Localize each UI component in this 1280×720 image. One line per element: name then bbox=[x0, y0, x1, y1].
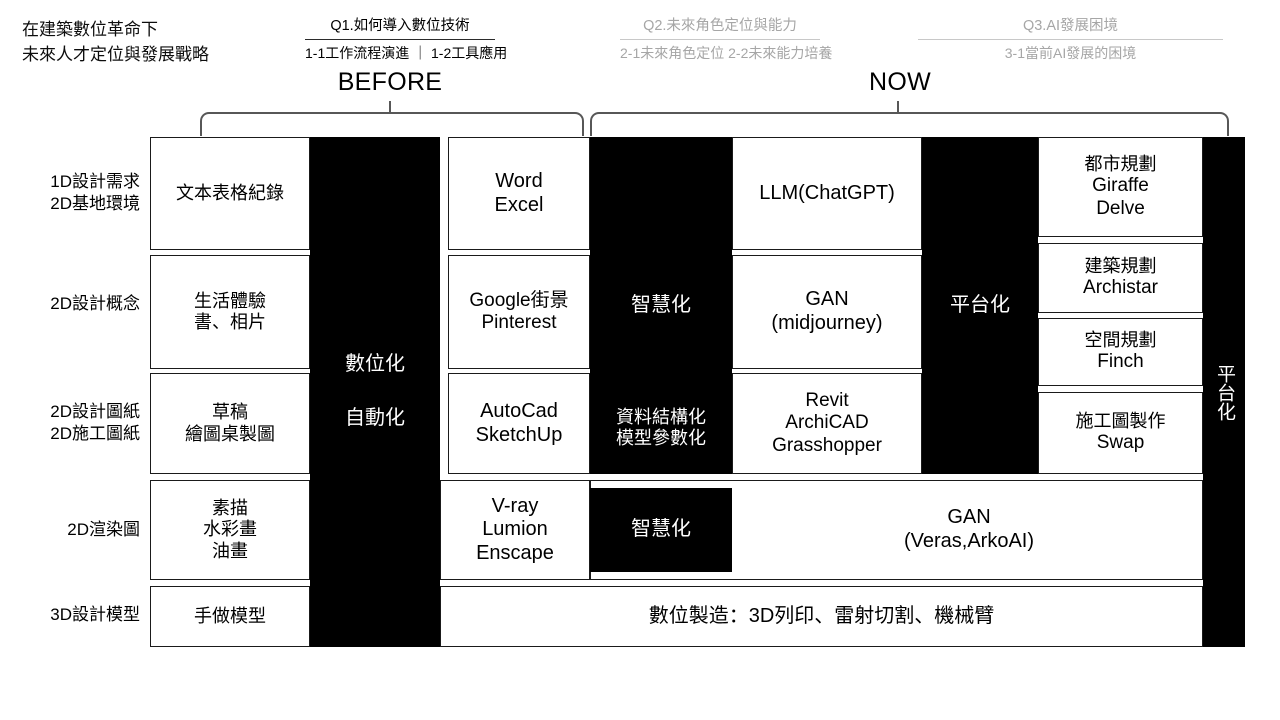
cell-ai-r3-line-1: Revit bbox=[805, 389, 849, 411]
black-column-platform: 平台化 bbox=[922, 137, 1038, 474]
cell-ai-r1-text: LLM(ChatGPT) bbox=[759, 181, 895, 204]
page-title: 在建築數位革命下 未來人才定位與發展戰略 bbox=[22, 18, 209, 67]
cell-ai-r3-line-3: Grasshopper bbox=[772, 434, 882, 456]
cell-manual-r4[interactable]: 素描 水彩畫 油畫 bbox=[150, 480, 310, 580]
phase-label-now: NOW bbox=[869, 68, 931, 96]
row-label-1: 1D設計需求 2D基地環境 bbox=[0, 160, 140, 226]
cell-ai-r3-line-2: ArchiCAD bbox=[785, 412, 869, 434]
cell-platform-space-line-1: 空間規劃 bbox=[1084, 330, 1157, 351]
cell-tool-r1-line-1: Word bbox=[495, 169, 543, 192]
page-title-line-1: 在建築數位革命下 bbox=[22, 20, 158, 39]
row-label-1-line-1: 1D設計需求 bbox=[50, 171, 140, 191]
row-label-4-line-1: 2D渲染圖 bbox=[67, 519, 140, 539]
bracket-now bbox=[590, 112, 1229, 136]
cell-platform-arch-line-1: 建築規劃 bbox=[1084, 256, 1157, 277]
black-smart-top-label: 智慧化 bbox=[631, 293, 691, 316]
cell-ai-r4-line-1: GAN bbox=[947, 506, 991, 529]
cell-platform-constr-line-1: 施工圖製作 bbox=[1075, 411, 1166, 432]
q1-divider bbox=[305, 38, 495, 40]
cell-black-struct-line-1: 資料結構化 bbox=[616, 406, 706, 427]
cell-platform-arch-line-2: Archistar bbox=[1083, 277, 1158, 299]
row-label-5: 3D設計模型 bbox=[0, 598, 140, 632]
cell-platform-space[interactable]: 空間規劃 Finch bbox=[1038, 318, 1203, 386]
q2-subtitle: 2-1未來角色定位 2-2未來能力培養 bbox=[620, 44, 833, 61]
cell-manual-r5-text: 手做模型 bbox=[194, 605, 266, 626]
cell-manual-r5[interactable]: 手做模型 bbox=[150, 586, 310, 647]
q2-divider bbox=[620, 38, 820, 40]
black-column-platform-right: 平台化 bbox=[1203, 137, 1245, 647]
cell-ai-r3[interactable]: Revit ArchiCAD Grasshopper bbox=[732, 373, 922, 474]
cell-tool-r2-line-2: Pinterest bbox=[481, 312, 557, 333]
cell-digital-fabrication[interactable]: 數位製造：3D列印、雷射切割、機械臂 bbox=[440, 586, 1203, 647]
cell-ai-r2-line-2: (midjourney) bbox=[771, 312, 883, 334]
cell-black-data-structuring: 資料結構化 模型參數化 bbox=[590, 382, 732, 474]
row-label-4: 2D渲染圖 bbox=[0, 513, 140, 547]
cell-platform-constr-line-2: Swap bbox=[1096, 432, 1145, 454]
black-digital-line-1: 數位化 bbox=[345, 353, 405, 376]
cell-tool-r2-line-1: Google街景 bbox=[469, 289, 569, 311]
black-column-digitalization: 數位化 自動化 bbox=[310, 137, 440, 647]
cell-tool-r3-line-1: AutoCad bbox=[480, 399, 558, 422]
cell-black-smart-bottom: 智慧化 bbox=[590, 488, 732, 572]
cell-tool-r1[interactable]: Word Excel bbox=[448, 137, 590, 250]
question-block-q2[interactable]: Q2.未來角色定位與能力 2-1未來角色定位 2-2未來能力培養 bbox=[620, 17, 833, 62]
cell-manual-r3-line-2: 繪圖桌製圖 bbox=[185, 423, 275, 444]
cell-manual-r4-line-1: 素描 bbox=[212, 498, 248, 519]
cell-ai-r1[interactable]: LLM(ChatGPT) bbox=[732, 137, 922, 250]
cell-platform-space-line-2: Finch bbox=[1097, 351, 1144, 373]
cell-tool-r4-line-2: Lumion bbox=[482, 518, 548, 541]
cell-tool-r3[interactable]: AutoCad SketchUp bbox=[448, 373, 590, 474]
cell-black-smart-bottom-label: 智慧化 bbox=[631, 518, 691, 541]
cell-platform-urban[interactable]: 都市規劃 Giraffe Delve bbox=[1038, 137, 1203, 237]
cell-platform-urban-line-1: 都市規劃 bbox=[1084, 153, 1157, 174]
cell-platform-urban-line-2: Giraffe bbox=[1092, 175, 1149, 197]
bracket-before-tick bbox=[389, 101, 391, 114]
question-block-q3[interactable]: Q3.AI發展困境 3-1當前AI發展的困境 bbox=[918, 17, 1223, 62]
cell-manual-r2-line-2: 書、相片 bbox=[194, 312, 266, 332]
cell-manual-r4-line-3: 油畫 bbox=[212, 540, 248, 561]
cell-manual-r3[interactable]: 草稿 繪圖桌製圖 bbox=[150, 373, 310, 474]
row-label-2: 2D設計概念 bbox=[0, 287, 140, 321]
row-label-3-line-1: 2D設計圖紙 bbox=[50, 401, 140, 421]
cell-black-struct-line-2: 模型參數化 bbox=[616, 428, 706, 448]
cell-digital-fabrication-text: 數位製造：3D列印、雷射切割、機械臂 bbox=[648, 604, 995, 627]
cell-manual-r3-line-1: 草稿 bbox=[212, 402, 248, 423]
q3-title: Q3.AI發展困境 bbox=[1022, 18, 1119, 34]
cell-tool-r4[interactable]: V-ray Lumion Enscape bbox=[440, 480, 590, 580]
cell-platform-construction[interactable]: 施工圖製作 Swap bbox=[1038, 392, 1203, 474]
cell-tool-r4-line-3: Enscape bbox=[476, 541, 554, 564]
cell-platform-architecture[interactable]: 建築規劃 Archistar bbox=[1038, 243, 1203, 313]
question-block-q1[interactable]: Q1.如何導入數位技術 1-1工作流程演進 ｜ 1-2工具應用 bbox=[305, 17, 508, 62]
q2-title: Q2.未來角色定位與能力 bbox=[643, 18, 797, 34]
page-title-line-2: 未來人才定位與發展戰略 bbox=[22, 44, 209, 64]
phase-label-before: BEFORE bbox=[337, 68, 443, 96]
row-label-2-line-1: 2D設計概念 bbox=[50, 293, 140, 313]
row-label-3-line-2: 2D施工圖紙 bbox=[50, 424, 140, 443]
row-label-3: 2D設計圖紙 2D施工圖紙 bbox=[0, 390, 140, 456]
q1-subtitle: 1-1工作流程演進 ｜ 1-2工具應用 bbox=[305, 44, 508, 61]
cell-manual-r1-text: 文本表格紀錄 bbox=[176, 182, 284, 203]
row-label-1-line-2: 2D基地環境 bbox=[50, 194, 140, 213]
cell-manual-r4-line-2: 水彩畫 bbox=[203, 519, 257, 540]
q3-subtitle: 3-1當前AI發展的困境 bbox=[1004, 44, 1137, 61]
q1-title: Q1.如何導入數位技術 bbox=[330, 18, 470, 34]
cell-manual-r1[interactable]: 文本表格紀錄 bbox=[150, 137, 310, 250]
cell-ai-r2-line-1: GAN bbox=[805, 288, 849, 311]
cell-ai-r4-line-2: (Veras,ArkoAI) bbox=[903, 530, 1035, 552]
cell-tool-r1-line-2: Excel bbox=[494, 193, 544, 216]
cell-manual-r2-line-1: 生活體驗 bbox=[194, 290, 266, 311]
cell-tool-r2[interactable]: Google街景 Pinterest bbox=[448, 255, 590, 369]
bracket-before bbox=[200, 112, 584, 136]
cell-tool-r3-line-2: SketchUp bbox=[475, 423, 563, 446]
row-label-5-line-1: 3D設計模型 bbox=[50, 604, 140, 624]
bracket-now-tick bbox=[897, 101, 899, 114]
black-platform-label: 平台化 bbox=[950, 293, 1010, 316]
cell-ai-r2[interactable]: GAN (midjourney) bbox=[732, 255, 922, 369]
black-platform-right-label: 平台化 bbox=[1213, 363, 1235, 421]
cell-tool-r4-line-1: V-ray bbox=[491, 494, 539, 517]
cell-manual-r2[interactable]: 生活體驗 書、相片 bbox=[150, 255, 310, 369]
q3-divider bbox=[918, 38, 1223, 40]
black-digital-line-2: 自動化 bbox=[345, 407, 405, 429]
cell-platform-urban-line-3: Delve bbox=[1096, 197, 1145, 219]
